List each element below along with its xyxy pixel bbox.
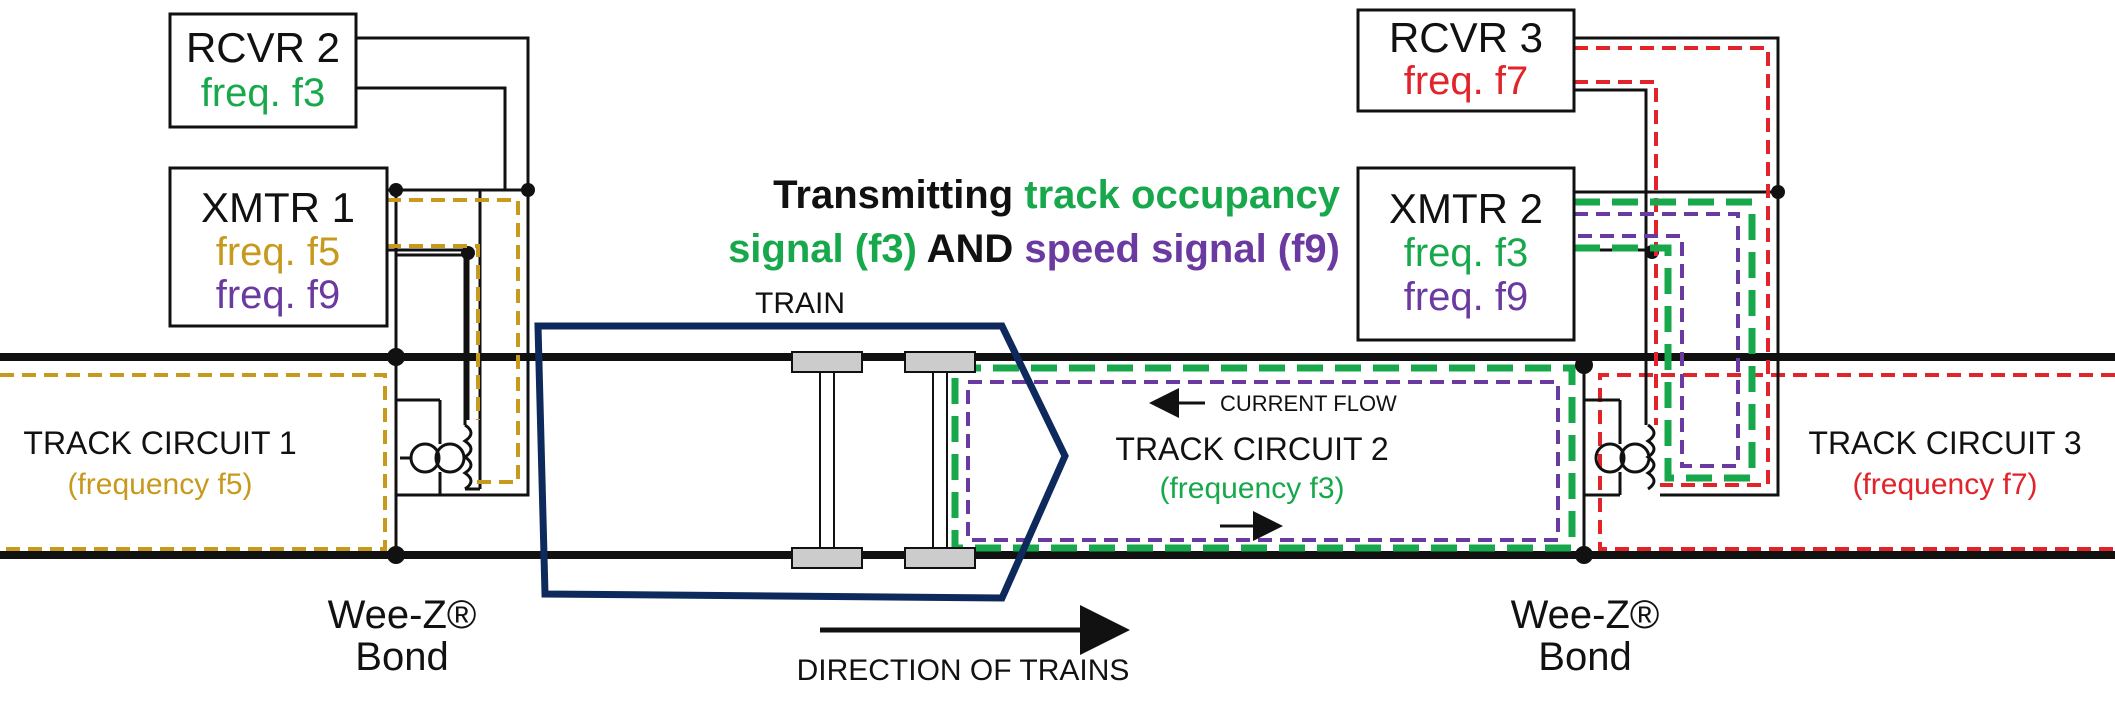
xmtr2-freq-f9: freq. f9 (1404, 275, 1529, 319)
rcvr3-freq: freq. f7 (1404, 59, 1529, 103)
train-axle-1 (791, 351, 863, 569)
rcvr3-red-signal (1574, 46, 1770, 487)
rcvr3-wire-top (1574, 36, 1780, 497)
xmtr1-box: XMTR 1 freq. f5 freq. f9 (168, 166, 389, 328)
right-bond-label-line-2: Bond (1538, 635, 1631, 679)
rcvr2-wire-low (356, 86, 507, 190)
rcvr3-title: RCVR 3 (1389, 14, 1543, 61)
current-flow-label: CURRENT FLOW (1220, 391, 1397, 416)
track-circuit-2-title: TRACK CIRCUIT 2 (1115, 431, 1388, 467)
track-circuit-1-title: TRACK CIRCUIT 1 (23, 425, 296, 461)
train-outline (534, 322, 1069, 602)
xmtr1-low-node (461, 246, 475, 260)
left-bond-label-line-1: Wee-Z® (328, 593, 477, 637)
xmtr1-wire-low (387, 248, 470, 420)
xmtr2-freq-f3: freq. f3 (1404, 231, 1529, 275)
rcvr3-box: RCVR 3 freq. f7 (1356, 8, 1576, 113)
xmtr2-green-signal (1574, 198, 1756, 482)
train-label: TRAIN (755, 287, 845, 320)
rcvr2-box: RCVR 2 freq. f3 (168, 12, 358, 129)
left-bond-label-line-2: Bond (355, 635, 448, 679)
xmtr1-freq-f5: freq. f5 (216, 230, 341, 274)
train-axle-2 (904, 351, 976, 569)
rcvr3-red-signal-2 (1574, 80, 1658, 425)
track-circuit-3-freq: (frequency f7) (1852, 468, 2037, 501)
xmtr1-gold-signal-2 (387, 244, 480, 420)
right-bond-coil (1582, 365, 1656, 555)
track-circuit-2-freq: (frequency f3) (1159, 472, 1344, 505)
xmtr1-gold-signal (387, 198, 520, 484)
xmtr2-purple-signal (1574, 212, 1740, 468)
track-circuit-2-purple-loop (966, 380, 1560, 542)
rcvr3-wire-low (1574, 88, 1648, 425)
rcvr2-title: RCVR 2 (186, 24, 340, 71)
xmtr1-title: XMTR 1 (201, 184, 355, 231)
xmtr2-junction-node (1771, 185, 1785, 199)
xmtr2-box: XMTR 2 freq. f3 freq. f9 (1356, 166, 1576, 342)
banner-part-5: speed signal (f9) (1024, 227, 1340, 271)
banner-line-2: signal (f3) AND speed signal (f9) (728, 227, 1340, 271)
banner-part-2: track occupancy (1024, 173, 1340, 217)
banner-line-1: Transmitting track occupancy (773, 173, 1341, 217)
banner-part-1: Transmitting (773, 173, 1024, 217)
rcvr2-freq: freq. f3 (201, 71, 326, 115)
track-circuit-1-loop (0, 373, 387, 551)
xmtr2-title: XMTR 2 (1389, 185, 1543, 232)
banner-part-3: signal (f3) (728, 227, 917, 271)
track-circuit-1-freq: (frequency f5) (67, 468, 252, 501)
right-bond-label-line-1: Wee-Z® (1511, 593, 1660, 637)
banner-part-4: AND (917, 227, 1024, 271)
xmtr1-freq-f9: freq. f9 (216, 273, 341, 317)
rcvr2-wire-top (356, 36, 530, 497)
track-circuit-3-title: TRACK CIRCUIT 3 (1808, 425, 2081, 461)
direction-label: DIRECTION OF TRAINS (797, 654, 1130, 687)
track-circuit-3-loop (1598, 373, 2115, 551)
xmtr1-junction-node (521, 183, 535, 197)
